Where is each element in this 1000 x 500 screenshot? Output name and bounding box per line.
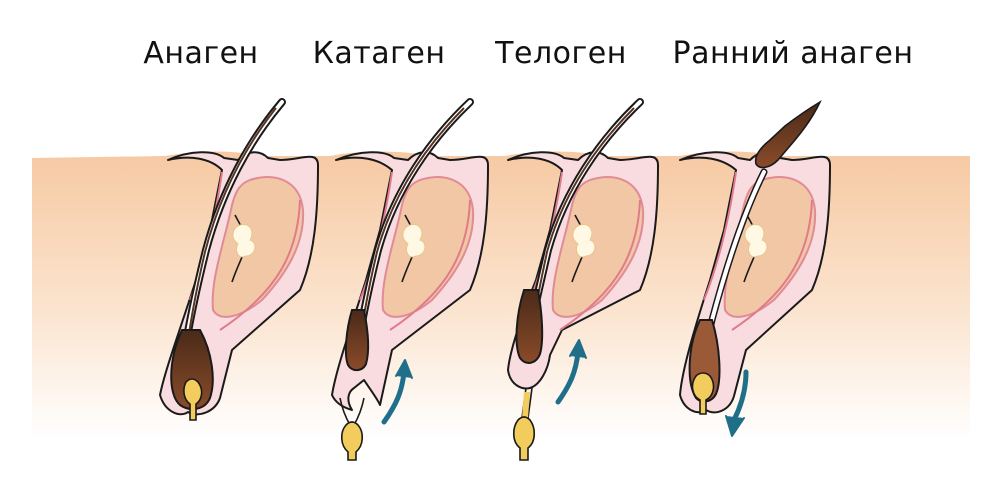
label-catagen: Катаген: [312, 36, 446, 71]
arrow-telogen-up: [555, 339, 587, 405]
follicle-anagen: [159, 98, 319, 421]
arrow-catagen-up: [381, 359, 413, 425]
follicle-catagen: [331, 98, 489, 461]
label-telogen: Телоген: [495, 36, 627, 71]
follicle-telogen: [507, 98, 659, 461]
follicle-early-anagen: [679, 99, 831, 415]
stage-labels: Анаген Катаген Телоген Ранний анаген: [0, 0, 1000, 100]
label-anagen: Анаген: [143, 36, 259, 71]
arrow-early-anagen-down: [725, 369, 749, 437]
label-early-anagen: Ранний анаген: [672, 36, 914, 71]
